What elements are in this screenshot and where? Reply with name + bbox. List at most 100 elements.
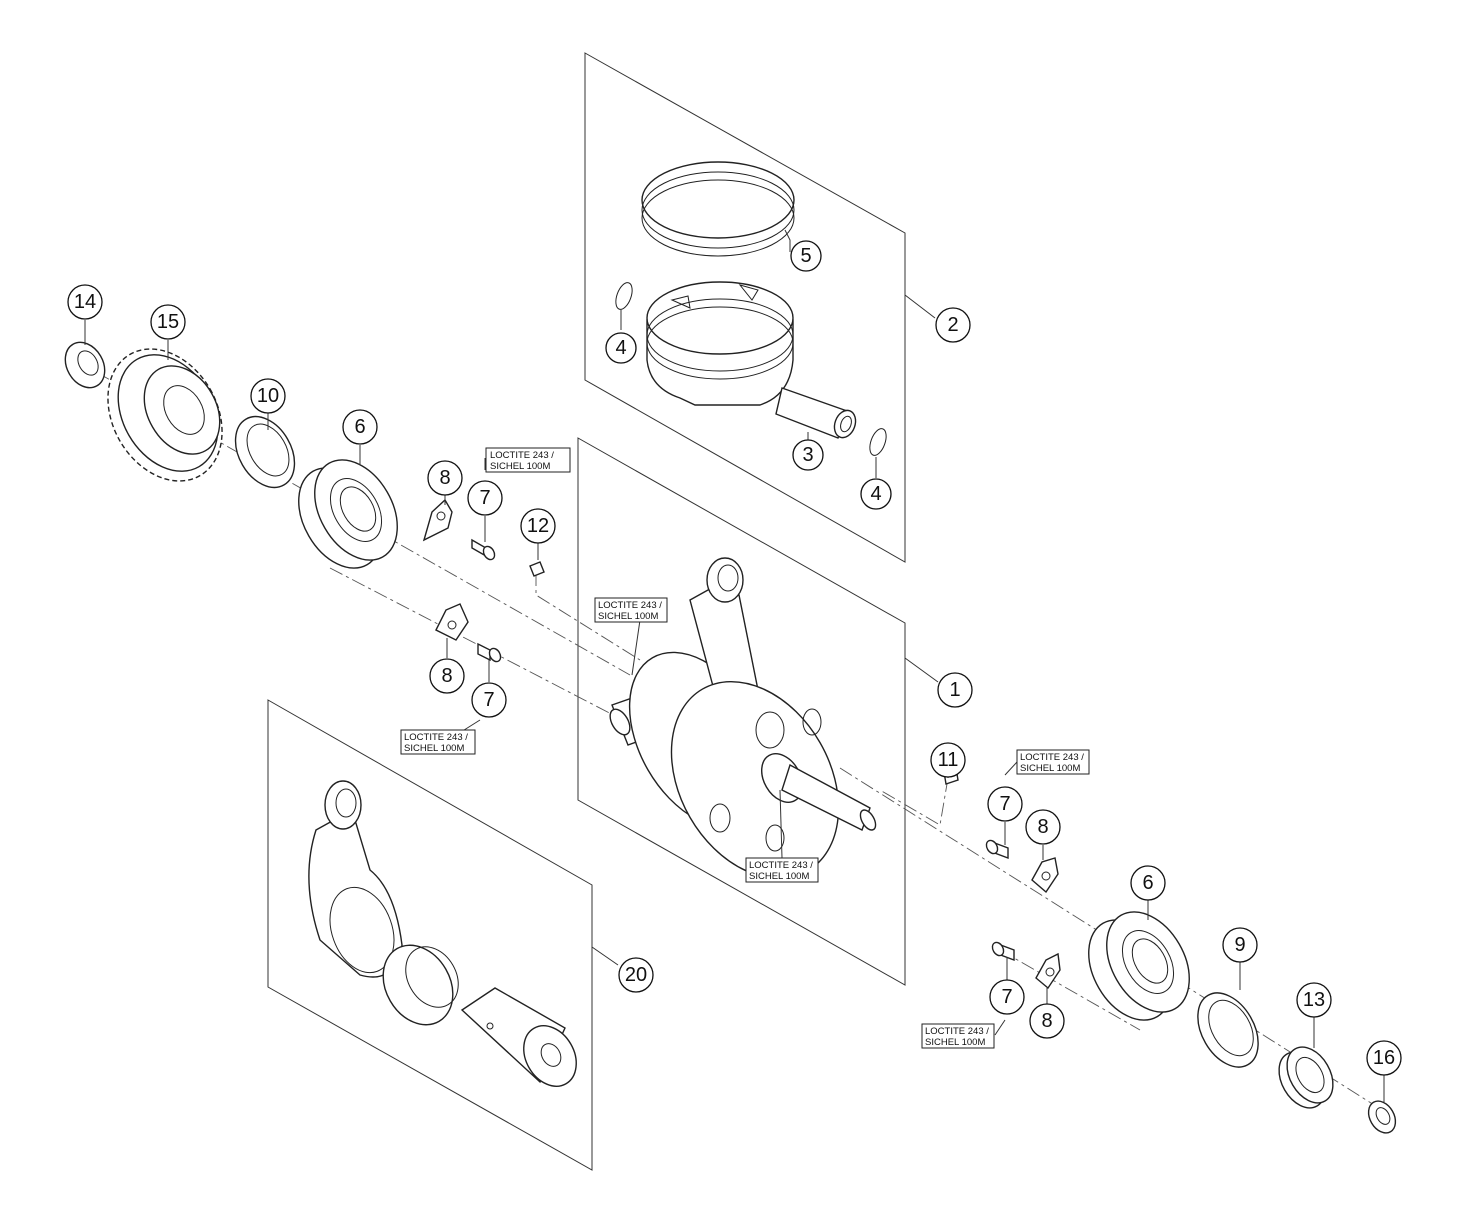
callout-13-label: 13	[1303, 989, 1325, 1011]
callout-6-right-label: 6	[1142, 872, 1153, 894]
callout-2-label: 2	[947, 314, 958, 336]
callout-13: 13	[1296, 982, 1332, 1018]
crankshaft-1	[609, 557, 877, 880]
callout-5-label: 5	[800, 245, 811, 267]
seal-ring-10	[234, 415, 296, 489]
lock-plate-8-c	[1031, 857, 1059, 894]
callout-3-label: 3	[802, 444, 813, 466]
callout-8-d-label: 8	[1041, 1010, 1052, 1032]
callout-12: 12	[520, 508, 556, 544]
callout-16-label: 16	[1373, 1047, 1395, 1069]
screw-7-c	[985, 839, 1009, 860]
callout-14-label: 14	[74, 291, 96, 313]
key-12-axis	[535, 572, 641, 661]
leader-20	[591, 946, 619, 966]
circlip-4-b	[869, 428, 887, 456]
callout-7-b-label: 7	[483, 689, 494, 711]
crankshaft-group-frame	[577, 437, 906, 986]
callout-7-b: 7	[471, 682, 507, 718]
seal-ring-9	[1197, 992, 1259, 1068]
callout-11: 11	[930, 742, 966, 778]
leader-5	[904, 294, 936, 319]
callout-9: 9	[1222, 927, 1258, 963]
callout-7-c-label: 7	[999, 793, 1010, 815]
conrod-kit-frame	[267, 699, 593, 1171]
callout-4-a: 4	[605, 332, 637, 364]
callout-7-c: 7	[987, 786, 1023, 822]
bearing-6-left	[298, 459, 398, 569]
leader-2	[784, 229, 791, 252]
loctite-note-6: LOCTITE 243 / SICHEL 100M	[921, 1023, 995, 1049]
callout-7-d: 7	[989, 979, 1025, 1015]
callout-6-right: 6	[1130, 865, 1166, 901]
seal-ring-16	[1367, 1100, 1397, 1134]
screw-7-a	[471, 538, 496, 561]
loctite-note-1-line1: LOCTITE 243 /	[490, 450, 554, 461]
callout-4-b-label: 4	[870, 483, 881, 505]
callout-7-a: 7	[467, 480, 503, 516]
callout-15-label: 15	[157, 311, 179, 333]
piston-rings-5	[641, 161, 795, 257]
bearing-6-right	[1088, 911, 1190, 1021]
callout-8-d: 8	[1029, 1003, 1065, 1039]
loctite-note-3-line1: LOCTITE 243 /	[404, 732, 468, 743]
callout-9-label: 9	[1234, 934, 1245, 956]
callout-15: 15	[150, 304, 186, 340]
callout-7-a-label: 7	[479, 487, 490, 509]
callout-6-left-label: 6	[354, 416, 365, 438]
lower-axis-left	[329, 567, 701, 761]
callout-11-label: 11	[938, 749, 959, 771]
leader-note-n5	[1004, 761, 1018, 776]
callout-3: 3	[792, 439, 824, 471]
lock-plate-8-b	[435, 603, 469, 641]
seal-ring-14	[64, 341, 106, 389]
callout-8-a-label: 8	[439, 467, 450, 489]
callout-8-b-label: 8	[441, 665, 452, 687]
lock-plate-8-d	[1035, 952, 1061, 990]
callout-20-label: 20	[625, 964, 647, 986]
callout-8-a: 8	[427, 460, 463, 496]
loctite-note-2-line1: LOCTITE 243 /	[598, 600, 662, 611]
callout-8-b: 8	[429, 658, 465, 694]
callout-10-label: 10	[257, 385, 279, 407]
loctite-note-2: LOCTITE 243 / SICHEL 100M	[594, 597, 668, 623]
loctite-note-3: LOCTITE 243 / SICHEL 100M	[400, 729, 476, 755]
callout-2: 2	[935, 307, 971, 343]
circlip-4-a	[615, 282, 633, 310]
crank-pin	[460, 987, 577, 1087]
callout-12-label: 12	[527, 515, 549, 537]
leader-1	[904, 657, 939, 683]
screw-7-d	[991, 941, 1015, 962]
lock-plate-8-a	[422, 498, 453, 542]
key-12	[529, 561, 545, 577]
callout-14: 14	[67, 284, 103, 320]
loctite-note-6-line2: SICHEL 100M	[925, 1037, 985, 1048]
piston	[646, 281, 794, 406]
callout-20: 20	[618, 957, 654, 993]
loctite-note-1-line2: SICHEL 100M	[490, 461, 550, 472]
loctite-note-4-line2: SICHEL 100M	[749, 871, 809, 882]
callout-1: 1	[937, 672, 973, 708]
callout-4-a-label: 4	[615, 337, 626, 359]
loctite-note-4: LOCTITE 243 / SICHEL 100M	[745, 857, 819, 883]
loctite-note-1: LOCTITE 243 / SICHEL 100M	[485, 447, 571, 473]
piston-pin-3	[775, 387, 857, 439]
gear-15	[107, 348, 223, 482]
conrod-bearing	[382, 944, 459, 1026]
key-11-axis	[879, 777, 949, 826]
loctite-note-5-line2: SICHEL 100M	[1020, 763, 1080, 774]
screw-7-b	[477, 642, 502, 663]
callout-8-c-label: 8	[1037, 816, 1048, 838]
callout-10: 10	[250, 378, 286, 414]
loctite-note-6-line1: LOCTITE 243 /	[925, 1026, 989, 1037]
lower-axis-right	[999, 949, 1141, 1031]
leader-note-n6	[994, 1019, 1006, 1036]
callout-1-label: 1	[949, 679, 960, 701]
leader-note-n2	[631, 619, 641, 676]
loctite-note-5-line1: LOCTITE 243 /	[1020, 752, 1084, 763]
loctite-note-5: LOCTITE 243 / SICHEL 100M	[1016, 749, 1090, 775]
seal-ring-13	[1278, 1046, 1334, 1109]
piston-group-frame	[584, 52, 906, 563]
callout-16: 16	[1366, 1040, 1402, 1076]
